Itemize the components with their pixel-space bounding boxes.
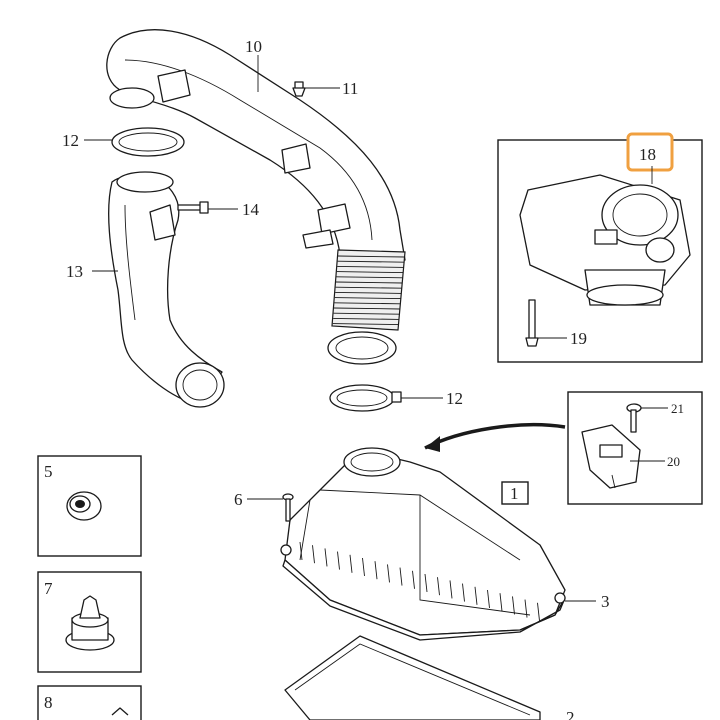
inset-7 xyxy=(37,571,142,673)
bolt-6[interactable] xyxy=(282,493,294,522)
callout-14: 14 xyxy=(242,200,260,219)
air-filter-cover-3[interactable] xyxy=(280,447,566,641)
callout-18[interactable]: 18 xyxy=(639,145,656,164)
clip-7[interactable] xyxy=(65,595,115,651)
sensor-inset xyxy=(567,391,703,505)
hose-clamp-12-lower[interactable] xyxy=(329,384,402,412)
box-1 xyxy=(501,481,529,505)
callout-12-lower: 12 xyxy=(446,389,463,408)
direction-arrow xyxy=(424,423,566,452)
sensor-20[interactable] xyxy=(581,424,641,489)
throttle-body-18[interactable] xyxy=(519,174,691,306)
throttle-body-inset xyxy=(497,139,703,363)
callout-19: 19 xyxy=(570,329,587,348)
grommet-5[interactable] xyxy=(66,491,102,521)
air-duct-13[interactable] xyxy=(108,171,225,408)
callout-3: 3 xyxy=(601,592,610,611)
leader-lines xyxy=(84,55,668,602)
bellows-hose[interactable] xyxy=(327,249,406,365)
bolt-11[interactable] xyxy=(292,81,306,97)
hose-clamp-12-upper[interactable] xyxy=(111,127,185,157)
bolt-14[interactable] xyxy=(177,201,209,214)
callout-21: 21 xyxy=(671,401,684,416)
callout-18-highlight xyxy=(626,132,674,172)
callout-8: 8 xyxy=(44,693,53,712)
callout-10: 10 xyxy=(245,37,262,56)
callout-13: 13 xyxy=(66,262,83,281)
callout-20: 20 xyxy=(667,454,680,469)
callout-2: 2 xyxy=(566,708,575,720)
inset-5 xyxy=(37,455,142,557)
callout-5: 5 xyxy=(44,462,53,481)
bolt-19[interactable] xyxy=(525,299,539,347)
screw-21[interactable] xyxy=(626,403,642,433)
intake-pipe-10[interactable] xyxy=(106,29,406,261)
filter-element-2[interactable] xyxy=(284,635,541,720)
inset-8 xyxy=(37,685,142,720)
callout-6: 6 xyxy=(234,490,243,509)
part-8[interactable] xyxy=(111,707,129,716)
callout-11: 11 xyxy=(342,79,358,98)
callout-1: 1 xyxy=(510,484,519,503)
callout-12-upper: 12 xyxy=(62,131,79,150)
callout-7: 7 xyxy=(44,579,53,598)
